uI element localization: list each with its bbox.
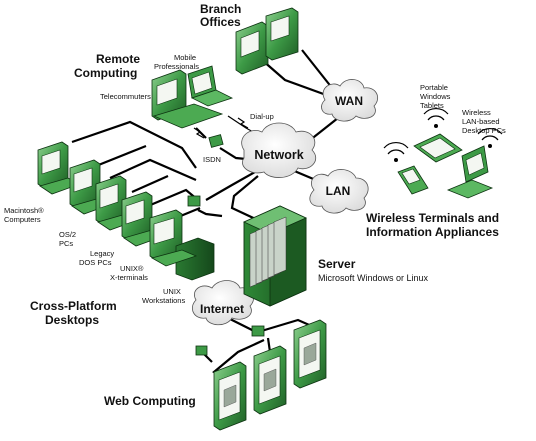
wireless-desktop-pc xyxy=(446,128,503,199)
web-hub-small xyxy=(195,345,208,356)
windows-tablet xyxy=(413,108,463,163)
portable-tablets-label: Portable Windows Tablets xyxy=(420,83,451,110)
cross-platform-desktops xyxy=(37,141,215,281)
svg-text:Desktop PCs: Desktop PCs xyxy=(462,126,506,135)
svg-text:Wireless Terminals and: Wireless Terminals and xyxy=(366,211,499,225)
svg-text:PCs: PCs xyxy=(59,239,73,248)
web-computing-label: Web Computing xyxy=(104,394,196,408)
os2-pcs-label: OS/2 PCs xyxy=(59,230,76,248)
wireless-terminals-label: Wireless Terminals and Information Appli… xyxy=(366,211,499,239)
svg-text:X-terminals: X-terminals xyxy=(110,273,148,282)
network-label: Network xyxy=(254,148,303,162)
server-rack xyxy=(243,205,307,307)
lan-cloud: LAN xyxy=(309,169,369,214)
svg-text:Offices: Offices xyxy=(200,15,241,29)
svg-text:Remote: Remote xyxy=(96,52,140,66)
lan-label: LAN xyxy=(326,184,351,198)
web-terminal-2 xyxy=(253,345,287,415)
isdn-modem xyxy=(208,134,224,148)
branch-offices-label: Branch Offices xyxy=(200,2,241,29)
svg-text:Windows: Windows xyxy=(420,92,451,101)
web-computing-devices xyxy=(195,319,327,431)
telecommuters-label: Telecommuters xyxy=(100,92,151,101)
svg-text:Macintosh®: Macintosh® xyxy=(4,206,44,215)
svg-text:Desktops: Desktops xyxy=(45,313,99,327)
server-os-label: Microsoft Windows or Linux xyxy=(318,273,429,283)
wan-label: WAN xyxy=(335,94,363,108)
svg-text:Mobile: Mobile xyxy=(174,53,196,62)
branch-computer-1 xyxy=(235,21,269,75)
unix-workstation xyxy=(149,209,215,281)
unix-workstations-label: UNIX Workstations xyxy=(142,287,185,305)
svg-text:UNIX: UNIX xyxy=(163,287,181,296)
svg-text:Cross-Platform: Cross-Platform xyxy=(30,299,117,313)
remote-devices xyxy=(151,65,249,148)
branch-office-computers xyxy=(235,7,299,75)
unix-xterminals-label: UNIX® X-terminals xyxy=(110,264,148,282)
wireless-devices xyxy=(383,108,503,199)
network-cloud: Network xyxy=(241,122,317,178)
legacy-dos-label: Legacy DOS PCs xyxy=(79,249,114,267)
branch-computer-2 xyxy=(265,7,299,61)
svg-text:Information Appliances: Information Appliances xyxy=(366,225,499,239)
internet-label: Internet xyxy=(200,302,244,316)
svg-text:Wireless: Wireless xyxy=(462,108,491,117)
svg-text:UNIX®: UNIX® xyxy=(120,264,144,273)
cross-platform-label: Cross-Platform Desktops xyxy=(30,299,117,327)
server-drive-bays xyxy=(249,216,287,288)
svg-text:Tablets: Tablets xyxy=(420,101,444,110)
svg-text:Workstations: Workstations xyxy=(142,296,185,305)
web-hub xyxy=(251,325,265,337)
svg-text:Legacy: Legacy xyxy=(90,249,114,258)
isdn-label: ISDN xyxy=(203,155,221,164)
mobile-professionals-label: Mobile Professionals xyxy=(154,53,199,71)
unix-xterminal xyxy=(121,191,166,247)
svg-text:Portable: Portable xyxy=(420,83,448,92)
server-label: Server xyxy=(318,257,356,271)
macintosh-label: Macintosh® Computers xyxy=(4,206,44,224)
svg-text:OS/2: OS/2 xyxy=(59,230,76,239)
desktop-hub xyxy=(187,195,201,207)
svg-text:Computers: Computers xyxy=(4,215,41,224)
svg-text:LAN-based: LAN-based xyxy=(462,117,500,126)
wireless-lan-label: Wireless LAN-based Desktop PCs xyxy=(462,108,506,135)
svg-text:Professionals: Professionals xyxy=(154,62,199,71)
wan-cloud: WAN xyxy=(321,79,378,122)
mobile-laptop xyxy=(187,65,234,107)
web-terminal-3 xyxy=(293,319,327,389)
internet-cloud: Internet xyxy=(192,280,254,326)
wireless-handheld xyxy=(383,142,429,195)
telecommuter-computer xyxy=(151,69,224,129)
remote-computing-label: Remote Computing xyxy=(74,52,140,80)
dial-up-label: Dial-up xyxy=(250,112,274,121)
svg-text:Computing: Computing xyxy=(74,66,137,80)
web-terminal-1 xyxy=(213,361,247,431)
svg-text:Branch: Branch xyxy=(200,2,241,16)
svg-text:DOS PCs: DOS PCs xyxy=(79,258,112,267)
